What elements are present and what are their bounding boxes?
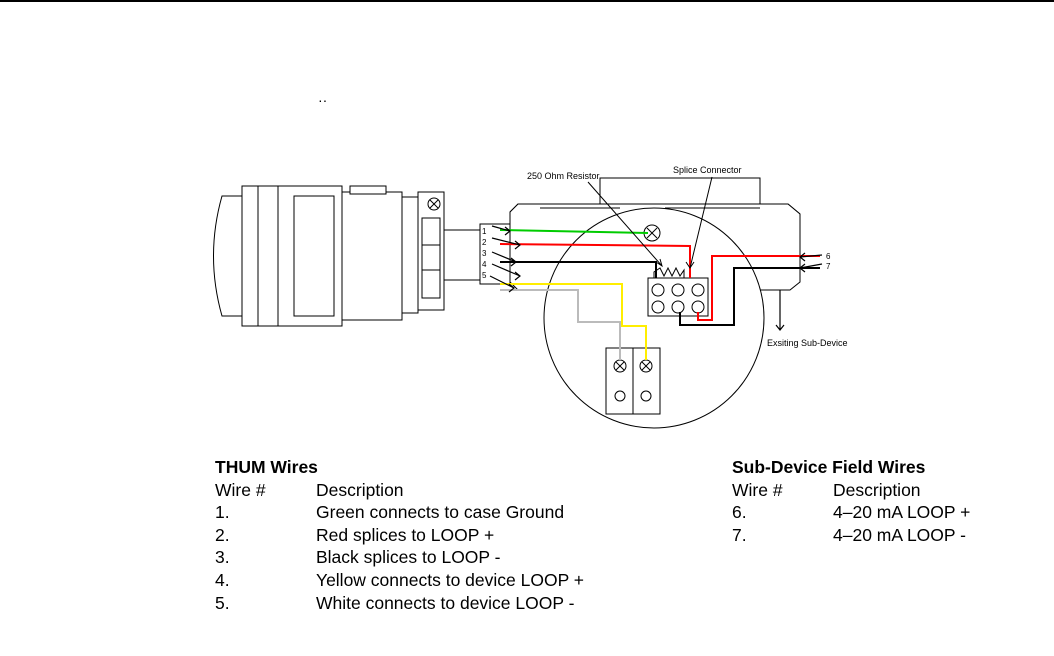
- wiring-diagram: 1 2 3 4 5: [213, 165, 848, 429]
- table-row: 7. 4–20 mA LOOP -: [732, 524, 970, 547]
- green-wire: [499, 229, 649, 234]
- yellow-wire: [500, 283, 647, 360]
- wire-desc: Black splices to LOOP -: [316, 547, 501, 568]
- thum-table-header: Wire # Description: [215, 479, 584, 502]
- wire-desc: White connects to device LOOP -: [316, 592, 575, 613]
- col-wire-header: Wire #: [215, 479, 266, 500]
- thum-wires: [499, 229, 691, 360]
- wire-num: 2.: [215, 524, 230, 545]
- field-table-header: Wire # Description: [732, 479, 970, 502]
- thum-table-title: THUM Wires: [215, 457, 318, 477]
- table-row: 2. Red splices to LOOP +: [215, 524, 584, 547]
- field-arrows: [775, 252, 823, 331]
- existing-device-label: Exsiting Sub-Device: [767, 338, 848, 348]
- wire-desc: Red splices to LOOP +: [316, 524, 495, 545]
- stray-mark: ··: [318, 92, 328, 108]
- field-wire-7: [679, 267, 820, 326]
- resistor-label: 250 Ohm Resistor: [527, 171, 600, 181]
- table-row: 1. Green connects to case Ground: [215, 501, 584, 524]
- wire-number-6: 6: [826, 252, 831, 261]
- table-row: 3. Black splices to LOOP -: [215, 546, 584, 569]
- wire-num: 4.: [215, 569, 230, 590]
- wire-num: 7.: [732, 524, 747, 545]
- resistor-leader: [587, 181, 663, 268]
- field-table-title: Sub-Device Field Wires: [732, 457, 926, 477]
- table-row: 5. White connects to device LOOP -: [215, 592, 584, 615]
- thum-wires-table: THUM Wires Wire # Description 1. Green c…: [215, 456, 584, 614]
- splice-leader: [685, 176, 713, 269]
- thum-wire-numbers: 1 2 3 4 5: [482, 227, 487, 280]
- wire-number-1: 1: [482, 227, 487, 236]
- top-rule: [0, 0, 1054, 2]
- splice-connector: [647, 277, 709, 317]
- table-row: 4. Yellow connects to device LOOP +: [215, 569, 584, 592]
- col-wire-header: Wire #: [732, 479, 783, 500]
- wire-num: 6.: [732, 502, 747, 523]
- col-desc-header: Description: [316, 479, 404, 500]
- thum-adapter: [213, 185, 511, 327]
- field-wires: [679, 255, 820, 326]
- wire-number-2: 2: [482, 238, 487, 247]
- wire-num: 3.: [215, 547, 230, 568]
- white-wire: [500, 289, 621, 360]
- splice-label: Splice Connector: [673, 165, 742, 175]
- field-wires-table: Sub-Device Field Wires Wire # Descriptio…: [732, 456, 970, 546]
- wire-desc: 4–20 mA LOOP +: [833, 502, 971, 523]
- wire-number-7: 7: [826, 262, 831, 271]
- wire-arrows: [489, 225, 521, 293]
- table-row: 6. 4–20 mA LOOP +: [732, 501, 970, 524]
- field-wire-6: [697, 255, 820, 321]
- col-desc-header: Description: [833, 479, 921, 500]
- wire-desc: 4–20 mA LOOP -: [833, 524, 966, 545]
- wire-desc: Yellow connects to device LOOP +: [316, 569, 585, 590]
- wire-desc: Green connects to case Ground: [316, 502, 565, 523]
- wire-num: 5.: [215, 592, 230, 613]
- wire-number-3: 3: [482, 249, 487, 258]
- wire-number-5: 5: [482, 271, 487, 280]
- terminal-block: [605, 347, 661, 415]
- housing-top-cap: [599, 177, 761, 204]
- wire-number-4: 4: [482, 260, 487, 269]
- wire-num: 1.: [215, 502, 230, 523]
